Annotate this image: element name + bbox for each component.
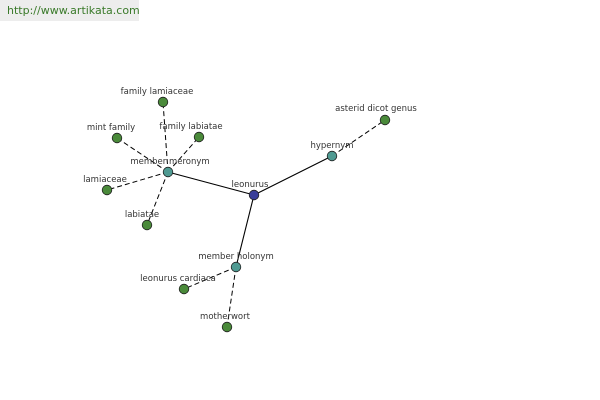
node-lamiaceae[interactable] <box>101 184 113 196</box>
label-member-meronym: member meronym <box>130 157 209 167</box>
watermark-url: http://www.artikata.com <box>0 0 140 21</box>
node-layer <box>101 96 391 333</box>
edge-member-holonym-to-leonurus-cardiaca <box>183 266 237 290</box>
edge-member-meronym-to-lamiaceae <box>106 171 169 191</box>
label-family-labiatae: family labiatae <box>159 122 222 132</box>
label-motherwort: motherwort <box>200 312 251 322</box>
label-layer: leonurus member meronym hypernym member hol… <box>83 87 417 322</box>
edge-leonurus-to-hypernym <box>253 155 333 196</box>
label-member-holonym: member holonym <box>198 252 273 262</box>
edge-member-meronym-to-labiatae <box>146 171 169 226</box>
node-member-holonym[interactable] <box>230 261 242 273</box>
label-labiatae: labiatae <box>125 210 159 220</box>
node-leonurus-cardiaca[interactable] <box>178 283 190 295</box>
node-mint-family[interactable] <box>111 132 123 144</box>
node-motherwort[interactable] <box>221 321 233 333</box>
edge-layer <box>106 101 386 328</box>
node-hypernym[interactable] <box>326 150 338 162</box>
label-family-lamiaceae: family lamiaceae <box>121 87 194 97</box>
label-leonurus-cardiaca: leonurus cardiaca <box>140 274 216 284</box>
edge-member-holonym-to-motherwort <box>226 266 237 328</box>
edge-member-meronym-to-mint-family <box>116 137 169 173</box>
edge-leonurus-to-member-holonym <box>235 194 255 268</box>
edge-hypernym-to-asterid-dicot-genus <box>331 119 386 157</box>
edge-member-meronym-to-family-lamiaceae <box>162 101 169 173</box>
node-asterid-dicot-genus[interactable] <box>379 114 391 126</box>
label-mint-family: mint family <box>87 123 135 133</box>
label-leonurus: leonurus <box>232 180 269 190</box>
label-lamiaceae: lamiaceae <box>83 175 127 185</box>
label-asterid-dicot-genus: asterid dicot genus <box>335 104 417 114</box>
node-family-labiatae[interactable] <box>193 131 205 143</box>
node-leonurus[interactable] <box>248 189 260 201</box>
edge-leonurus-to-member-meronym <box>167 171 255 196</box>
node-family-lamiaceae[interactable] <box>157 96 169 108</box>
node-member-meronym[interactable] <box>162 166 174 178</box>
node-labiatae[interactable] <box>141 219 153 231</box>
label-hypernym: hypernym <box>310 141 353 151</box>
